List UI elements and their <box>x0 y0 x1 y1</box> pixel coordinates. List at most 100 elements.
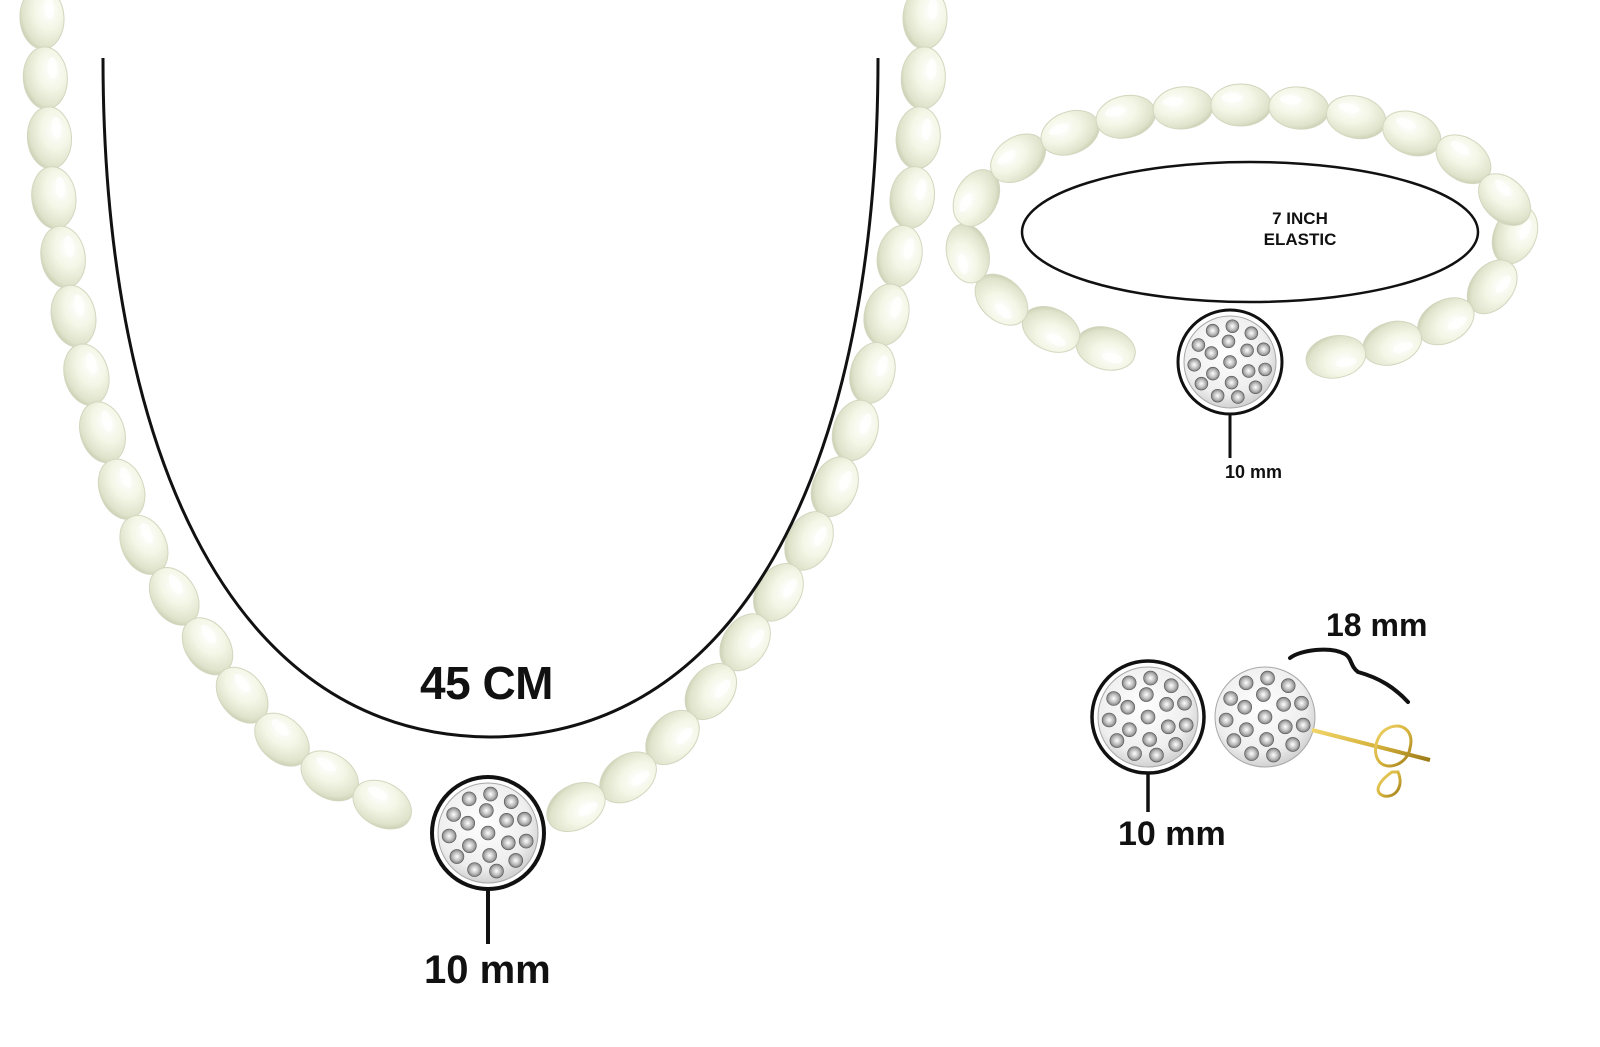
crystal-gem <box>1257 709 1273 725</box>
pearl-body <box>895 106 941 170</box>
pearl <box>148 567 200 626</box>
crystal-gem <box>1244 746 1259 761</box>
crystal-gem <box>1295 717 1311 733</box>
pearl-highlight <box>140 523 154 544</box>
pearl-highlight <box>876 355 888 377</box>
pearl-body <box>1362 320 1423 366</box>
pearl-body <box>1478 173 1532 226</box>
crystal-gem <box>1285 737 1301 752</box>
crystal-gem <box>1142 732 1157 747</box>
crystal-gem <box>1101 712 1117 728</box>
pearl-highlight <box>1335 357 1357 368</box>
crystal-gem <box>1159 697 1174 712</box>
crystal-gem <box>480 825 496 841</box>
pearl-body <box>945 223 990 284</box>
earring-stud-size-label: 10 mm <box>1118 815 1226 853</box>
pearl-body <box>352 779 412 830</box>
pearl-highlight <box>676 727 693 745</box>
pearl-body <box>546 782 606 833</box>
crystal-gem <box>1194 376 1209 391</box>
crystal-gem <box>1121 675 1137 691</box>
pearl-highlight <box>1496 275 1512 294</box>
crystal-gem <box>1191 338 1206 352</box>
crystal-gem <box>1256 687 1271 702</box>
pearl <box>1152 86 1214 130</box>
pearl-highlight <box>926 58 937 80</box>
pearl-body <box>31 166 77 230</box>
crystal-gem <box>1223 691 1238 706</box>
crystal-gem <box>483 786 498 802</box>
pearl <box>1040 109 1100 156</box>
crystal-gem <box>1106 691 1121 706</box>
pearl-highlight <box>316 757 336 772</box>
pearl-highlight <box>64 235 75 258</box>
pearl <box>753 563 804 622</box>
pearl <box>546 782 606 833</box>
pearl <box>900 46 946 110</box>
pearl-body <box>876 224 923 288</box>
pearl <box>352 779 412 830</box>
pearl-highlight <box>859 413 872 435</box>
crystal-gem <box>462 838 477 853</box>
crystal-gem <box>1143 670 1158 686</box>
crystal-gem <box>1241 364 1256 378</box>
necklace-crystal-ball <box>437 782 539 884</box>
pearl <box>97 458 146 520</box>
pearl-highlight <box>367 786 388 801</box>
pearl <box>719 613 771 672</box>
pearl-highlight <box>839 470 852 492</box>
pearl-highlight <box>890 296 902 318</box>
crystal-gem <box>1244 326 1259 340</box>
crystal-gem <box>1177 695 1192 711</box>
earring-length-brace <box>1288 647 1410 704</box>
pearl-highlight <box>74 294 85 317</box>
crystal-gem <box>1239 722 1254 737</box>
crystal-gem <box>1206 366 1220 381</box>
pearl-body <box>79 401 126 464</box>
pearl <box>63 343 110 406</box>
pearl <box>831 399 879 462</box>
crystal-gem <box>1294 695 1309 711</box>
crystal-gem <box>1256 342 1271 357</box>
pearl-highlight <box>813 526 827 547</box>
pearl-highlight <box>168 574 183 594</box>
bracelet-crystal-ball <box>1183 315 1277 409</box>
pearl-highlight <box>1447 316 1467 330</box>
pearl-body <box>26 106 73 170</box>
crystal-gem <box>1221 334 1236 349</box>
crystal-gem <box>1248 380 1263 394</box>
crystal-gem <box>518 833 534 849</box>
pearl <box>895 106 941 170</box>
crystal-gem <box>1259 732 1274 747</box>
crystal-gem <box>1163 678 1179 693</box>
pearl <box>889 166 936 229</box>
pearl <box>952 169 1001 227</box>
crystal-gem <box>1237 699 1253 715</box>
pearl-highlight <box>1338 102 1360 114</box>
pearl-highlight <box>51 117 62 139</box>
crystal-gem <box>1260 670 1275 686</box>
pearl-highlight <box>994 303 1012 320</box>
pearl-body <box>831 399 879 462</box>
pearl-highlight <box>1396 117 1416 130</box>
pearl-body <box>1268 86 1330 130</box>
pearl-body <box>849 341 896 404</box>
earring-side-crystal <box>1214 666 1316 768</box>
crystal-gem <box>441 828 457 844</box>
earring-butterfly-back-lower <box>1376 770 1402 798</box>
crystal-gem <box>1160 719 1176 735</box>
pearl-highlight <box>957 253 968 275</box>
pearl <box>22 46 68 110</box>
pearl-body <box>889 166 936 229</box>
pearl <box>50 284 97 348</box>
pearl-body <box>22 46 68 110</box>
crystal-gem <box>1225 319 1240 333</box>
pearl-highlight <box>1046 333 1066 347</box>
pearl-body <box>19 0 65 50</box>
pearl <box>1362 320 1423 366</box>
pearl-highlight <box>749 629 765 649</box>
pearl-body <box>1305 334 1367 379</box>
pearl <box>1095 94 1156 139</box>
pearl-body <box>97 458 146 520</box>
pearl-highlight <box>101 410 113 432</box>
